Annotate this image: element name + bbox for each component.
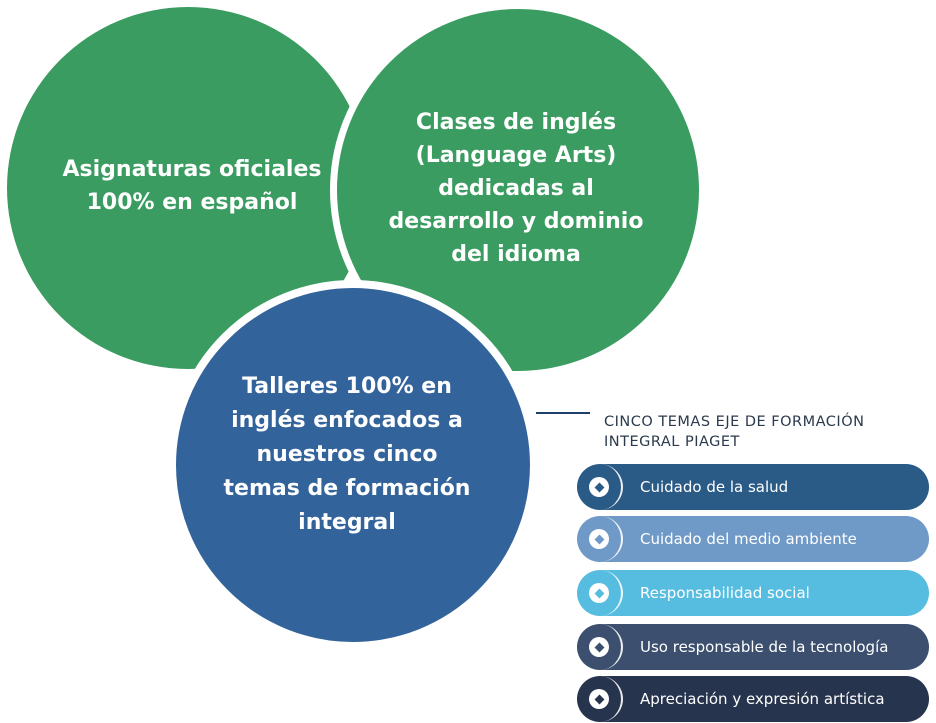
- topic-pill: Responsabilidad social: [577, 570, 929, 616]
- topic-label: Uso responsable de la tecnología: [640, 638, 889, 656]
- topic-pill: Cuidado de la salud: [577, 464, 929, 510]
- circle-english-classes-text: Clases de inglés (Language Arts) dedicad…: [388, 109, 644, 267]
- topics-heading: CINCO TEMAS EJE DE FORMACIÓN INTEGRAL PI…: [604, 414, 865, 450]
- topic-label: Cuidado del medio ambiente: [640, 530, 857, 548]
- circle-official-subjects-text: Asignaturas oficiales 100% en español: [62, 157, 322, 215]
- diamond-icon: [589, 529, 609, 549]
- diamond-icon: [589, 583, 609, 603]
- topic-icon-wrap: [577, 570, 623, 616]
- circle-official-subjects: Asignaturas oficiales 100% en español: [7, 7, 369, 369]
- circle-english-workshops-text: Talleres 100% en inglés enfocados a nues…: [223, 373, 471, 536]
- topic-icon-wrap: [577, 624, 623, 670]
- topic-icon-wrap: [577, 676, 623, 722]
- circle-english-workshops: Talleres 100% en inglés enfocados a nues…: [168, 280, 538, 650]
- diamond-icon: [589, 477, 609, 497]
- diamond-icon: [589, 637, 609, 657]
- diamond-icon: [589, 689, 609, 709]
- topic-icon-wrap: [577, 464, 623, 510]
- topic-icon-wrap: [577, 516, 623, 562]
- topic-pill: Apreciación y expresión artística: [577, 676, 929, 722]
- topic-label: Responsabilidad social: [640, 584, 810, 602]
- connector-line: [536, 412, 590, 414]
- topic-label: Apreciación y expresión artística: [640, 690, 885, 708]
- topic-label: Cuidado de la salud: [640, 478, 789, 496]
- topic-pill: Uso responsable de la tecnología: [577, 624, 929, 670]
- topic-pill: Cuidado del medio ambiente: [577, 516, 929, 562]
